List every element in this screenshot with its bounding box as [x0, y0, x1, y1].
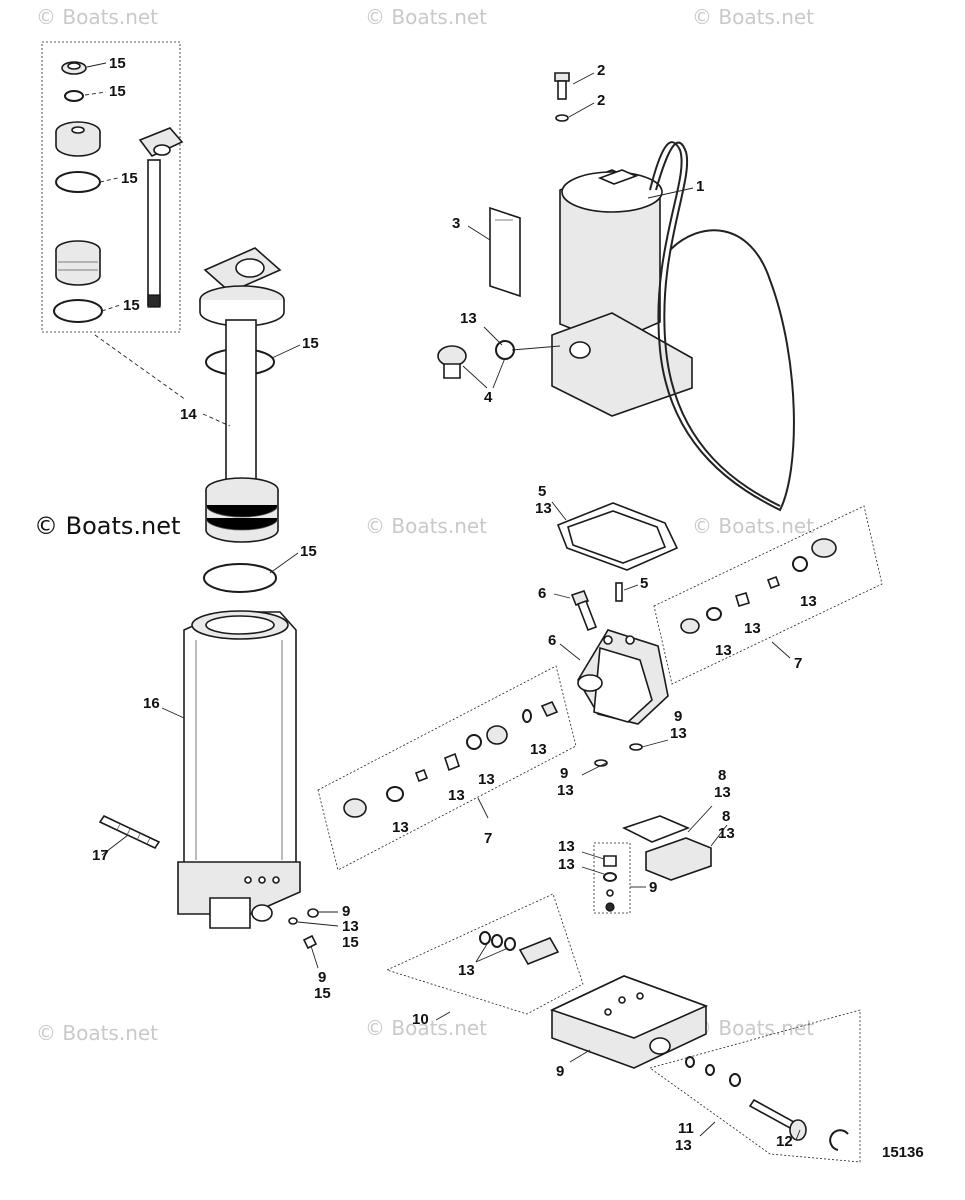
callout-16: 16 [143, 695, 160, 712]
callout-3: 3 [452, 215, 460, 232]
callout-9: 9 [342, 903, 350, 920]
watermark: © Boats.net [36, 1021, 158, 1045]
callout-11: 11 [678, 1120, 694, 1137]
watermark: © Boats.net [365, 514, 487, 538]
callout-4: 4 [484, 389, 493, 406]
callout-13: 13 [530, 741, 547, 758]
callout-13: 13 [460, 310, 477, 327]
callout-9: 9 [318, 969, 326, 986]
callout-15: 15 [121, 170, 138, 187]
callout-5: 5 [538, 483, 546, 500]
callout-7: 7 [484, 830, 492, 847]
callout-9: 9 [649, 879, 657, 896]
callout-13: 13 [800, 593, 817, 610]
callout-2: 2 [597, 62, 605, 79]
callout-13: 13 [557, 782, 574, 799]
callout-17: 17 [92, 847, 109, 864]
watermark: © Boats.net [365, 1016, 487, 1040]
watermark: © Boats.net [34, 512, 180, 540]
watermarks: © Boats.net © Boats.net © Boats.net © Bo… [34, 5, 814, 1045]
callout-13: 13 [342, 918, 359, 935]
figure-number: 15136 [882, 1144, 924, 1161]
callout-13: 13 [675, 1137, 692, 1154]
seal-kit-box [41, 41, 184, 333]
watermark: © Boats.net [365, 5, 487, 29]
callout-9: 9 [674, 708, 682, 725]
watermark: © Boats.net [692, 1016, 814, 1040]
pin-5 [615, 582, 623, 602]
callout-13: 13 [714, 784, 731, 801]
callout-12: 12 [776, 1133, 793, 1150]
callout-13: 13 [715, 642, 732, 659]
cover-8 [621, 815, 712, 881]
callout-13: 13 [458, 962, 475, 979]
callout-15: 15 [123, 297, 140, 314]
gasket-5 [556, 502, 679, 571]
callout-13: 13 [670, 725, 687, 742]
callout-13: 13 [478, 771, 495, 788]
watermark: © Boats.net [692, 514, 814, 538]
callout-labels: 15 15 15 15 14 15 15 16 17 9 13 15 9 15 … [92, 55, 817, 1154]
check-valve-parts-lower-left [288, 908, 319, 950]
pump-6 [577, 629, 669, 725]
callout-13: 13 [718, 825, 735, 842]
callout-13: 13 [448, 787, 465, 804]
callout-2: 2 [597, 92, 605, 109]
callout-13: 13 [392, 819, 409, 836]
callout-6: 6 [538, 585, 546, 602]
callout-15: 15 [342, 934, 359, 951]
callout-8: 8 [722, 808, 730, 825]
pump-motor [551, 72, 795, 512]
callout-15: 15 [109, 55, 126, 72]
callout-1: 1 [696, 178, 704, 195]
callout-7: 7 [794, 655, 802, 672]
leader-lines [84, 62, 801, 1141]
callout-13: 13 [744, 620, 761, 637]
valve-kit-11 [649, 1009, 861, 1163]
callout-15: 15 [300, 543, 317, 560]
screw-6 [570, 590, 598, 632]
check-ball-parts [594, 743, 643, 767]
callout-15: 15 [314, 985, 331, 1002]
decal-3 [489, 206, 521, 298]
callout-15: 15 [109, 83, 126, 100]
callout-8: 8 [718, 767, 726, 784]
callout-13: 13 [535, 500, 552, 517]
check-valve-box [593, 842, 631, 914]
trim-cylinder [177, 247, 301, 929]
valve-kit-right [653, 505, 883, 685]
bolt-17 [98, 814, 161, 850]
callout-9: 9 [556, 1063, 564, 1080]
callout-9: 9 [560, 765, 568, 782]
callout-5: 5 [640, 575, 648, 592]
callout-6: 6 [548, 632, 556, 649]
callout-13: 13 [558, 838, 575, 855]
fill-plug-4 [437, 340, 515, 379]
valve-kit-10 [385, 893, 584, 1015]
watermark: © Boats.net [36, 5, 158, 29]
callout-13: 13 [558, 856, 575, 873]
valve-kit-left [317, 665, 577, 871]
callout-10: 10 [412, 1011, 429, 1028]
manifold-9 [549, 975, 709, 1069]
watermark: © Boats.net [692, 5, 814, 29]
callout-15: 15 [302, 335, 319, 352]
callout-14: 14 [180, 406, 197, 423]
